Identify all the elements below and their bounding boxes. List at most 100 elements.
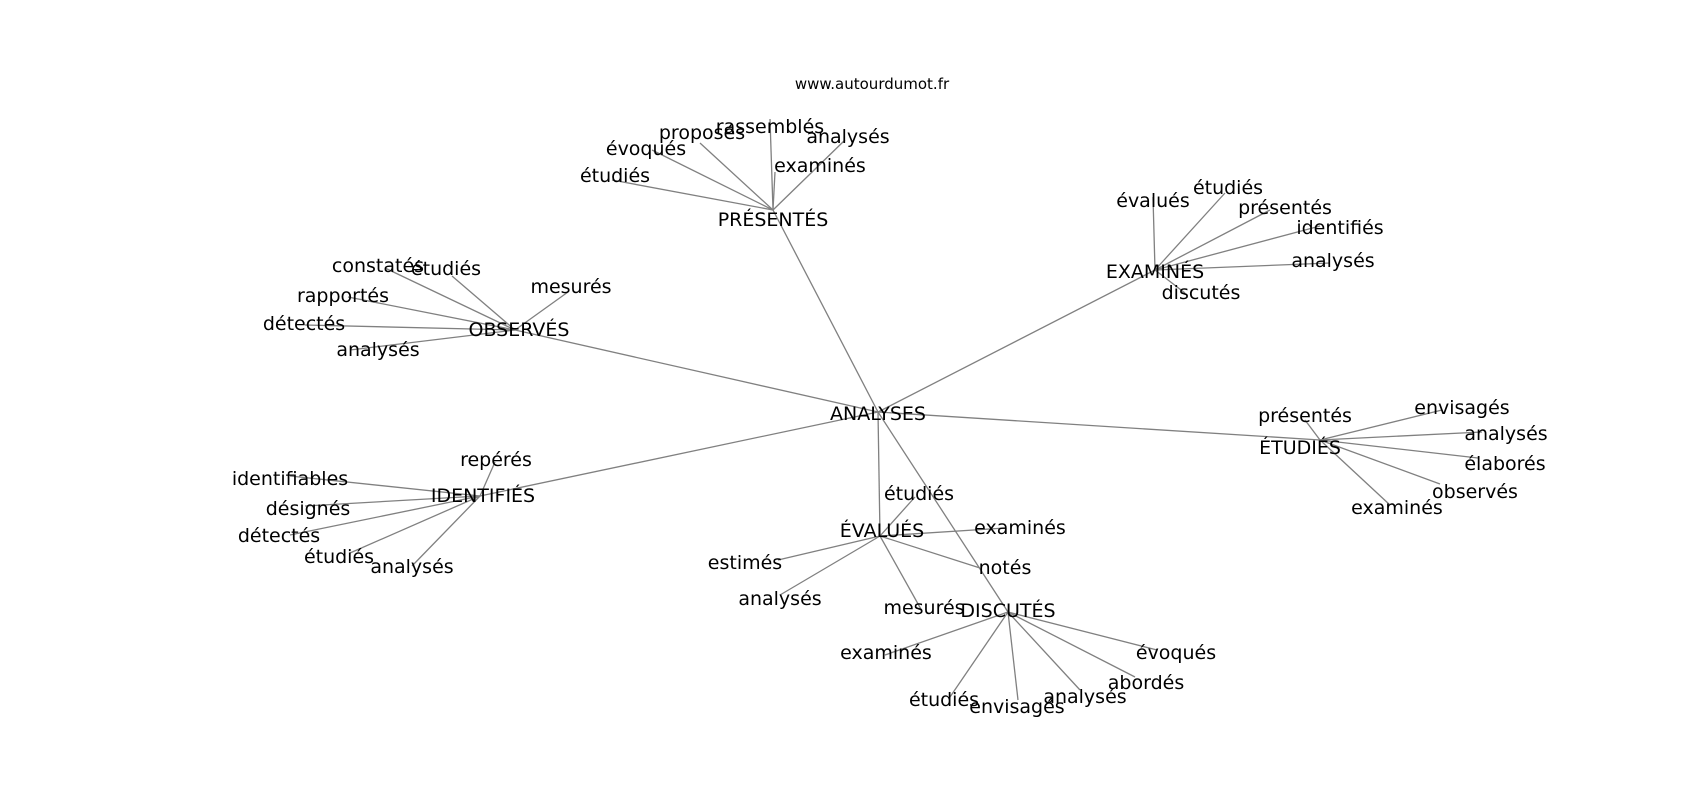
edge-hub-to-word — [772, 139, 846, 211]
leaf-word[interactable]: discutés — [1162, 282, 1241, 304]
hub-word[interactable]: ÉVALUÉS — [840, 519, 924, 542]
edge-hub-to-word — [384, 267, 516, 331]
edge-hub-to-word — [349, 329, 516, 351]
edge-hub-to-word — [347, 296, 516, 331]
edge-hub-to-word — [777, 535, 881, 561]
hub-word[interactable]: ÉTUDIÉS — [1259, 436, 1341, 459]
leaf-word[interactable]: rassemblés — [716, 116, 824, 138]
leaf-word[interactable]: proposés — [659, 122, 745, 144]
leaf-word[interactable]: analysés — [738, 588, 821, 610]
leaf-word[interactable]: examinés — [974, 517, 1066, 539]
edge-hub-to-word — [1319, 439, 1391, 506]
leaf-word[interactable]: analysés — [806, 126, 889, 148]
hub-word[interactable]: IDENTIFIÉS — [431, 484, 535, 507]
leaf-word[interactable]: observés — [1432, 481, 1518, 503]
leaf-word[interactable]: étudiés — [884, 483, 954, 505]
leaf-word[interactable]: détectés — [263, 313, 345, 335]
edge-hub-to-word — [1007, 611, 1136, 678]
leaf-word[interactable]: désignés — [266, 498, 351, 520]
edge-hub-to-word — [1319, 439, 1479, 459]
leaf-word[interactable]: examinés — [1351, 497, 1443, 519]
leaf-word[interactable]: évoqués — [1136, 642, 1216, 664]
edge-center-to-hub — [514, 329, 879, 413]
leaf-word[interactable]: étudiés — [411, 258, 481, 280]
edge-hub-to-word — [304, 324, 516, 331]
edge-center-to-hub — [877, 411, 1009, 613]
edge-hub-to-word — [1319, 431, 1483, 441]
edge-hub-to-word — [699, 142, 774, 211]
edge-hub-to-word — [1154, 262, 1331, 271]
edge-hub-to-word — [289, 475, 481, 497]
edge-hub-to-word — [769, 118, 774, 211]
leaf-word[interactable]: analysés — [1464, 423, 1547, 445]
leaf-word[interactable]: repérés — [460, 449, 532, 471]
leaf-word[interactable]: rapportés — [297, 285, 389, 307]
leaf-word[interactable]: évalués — [1116, 190, 1190, 212]
leaf-word[interactable]: évoqués — [606, 138, 686, 160]
edge-hub-to-word — [479, 461, 496, 497]
edge-hub-to-word — [1007, 611, 1081, 691]
edge-hub-to-word — [772, 171, 776, 211]
leaf-word[interactable]: analysés — [1043, 686, 1126, 708]
center-word[interactable]: ANALYSES — [830, 403, 926, 425]
leaf-word[interactable]: détectés — [238, 525, 320, 547]
labels: ANALYSESPRÉSENTÉSrassemblésproposésévoqu… — [232, 116, 1548, 718]
edge-hub-to-word — [949, 611, 1009, 698]
edge-hub-to-word — [1319, 409, 1443, 441]
edge-hub-to-word — [1319, 439, 1441, 485]
edge-hub-to-word — [651, 149, 774, 211]
leaf-word[interactable]: analysés — [370, 556, 453, 578]
edge-hub-to-word — [1154, 209, 1271, 271]
leaf-word[interactable]: notés — [979, 557, 1032, 579]
edge-hub-to-word — [1152, 196, 1156, 271]
edge-hub-to-word — [879, 535, 981, 569]
edge-center-to-hub — [877, 411, 881, 537]
edge-hub-to-word — [1154, 269, 1186, 294]
edge-hub-to-word — [1007, 611, 1158, 651]
leaf-word[interactable]: examinés — [774, 155, 866, 177]
leaf-word[interactable]: envisagés — [1414, 397, 1509, 419]
hub-word[interactable]: DISCUTÉS — [960, 599, 1055, 622]
leaf-word[interactable]: identifiés — [1296, 217, 1383, 239]
leaf-word[interactable]: présentés — [1238, 197, 1332, 219]
leaf-word[interactable]: mesurés — [883, 597, 964, 619]
edge-hub-to-word — [514, 291, 569, 331]
leaf-word[interactable]: étudiés — [580, 165, 650, 187]
leaf-word[interactable]: abordés — [1108, 672, 1184, 694]
edge-hub-to-word — [1304, 419, 1321, 441]
edge-hub-to-word — [304, 495, 481, 507]
hub-word[interactable]: EXAMINÉS — [1106, 260, 1204, 283]
leaf-word[interactable]: identifiables — [232, 468, 348, 490]
leaf-word[interactable]: examinés — [840, 642, 932, 664]
edge-hub-to-word — [289, 495, 481, 536]
leaf-word[interactable]: étudiés — [1193, 177, 1263, 199]
edge-hub-to-word — [411, 495, 481, 567]
leaf-word[interactable]: mesurés — [530, 276, 611, 298]
edge-hub-to-word — [1154, 192, 1226, 271]
leaf-word[interactable]: analysés — [1291, 250, 1374, 272]
leaf-word[interactable]: élaborés — [1464, 453, 1545, 475]
leaf-word[interactable]: étudiés — [304, 546, 374, 568]
edge-center-to-hub — [877, 411, 1321, 441]
edge-hub-to-word — [611, 179, 774, 211]
edge-hub-to-word — [879, 527, 1006, 537]
leaf-word[interactable]: présentés — [1258, 405, 1352, 427]
edges — [289, 118, 1483, 701]
edge-hub-to-word — [884, 611, 1009, 656]
leaf-word[interactable]: estimés — [708, 552, 782, 574]
edge-center-to-hub — [877, 269, 1156, 413]
site-credit: www.autourdumot.fr — [795, 75, 950, 93]
edge-hub-to-word — [879, 496, 916, 537]
edge-center-to-hub — [772, 209, 879, 413]
hub-word[interactable]: PRÉSENTÉS — [718, 208, 829, 231]
edge-hub-to-word — [1154, 225, 1321, 271]
leaf-word[interactable]: envisagés — [969, 696, 1064, 718]
leaf-word[interactable]: analysés — [336, 339, 419, 361]
edge-hub-to-word — [779, 535, 881, 596]
edge-hub-to-word — [879, 535, 923, 612]
edge-hub-to-word — [1007, 611, 1019, 701]
hub-word[interactable]: OBSERVÉS — [469, 318, 570, 341]
leaf-word[interactable]: constatés — [332, 255, 424, 277]
leaf-word[interactable]: étudiés — [909, 689, 979, 711]
